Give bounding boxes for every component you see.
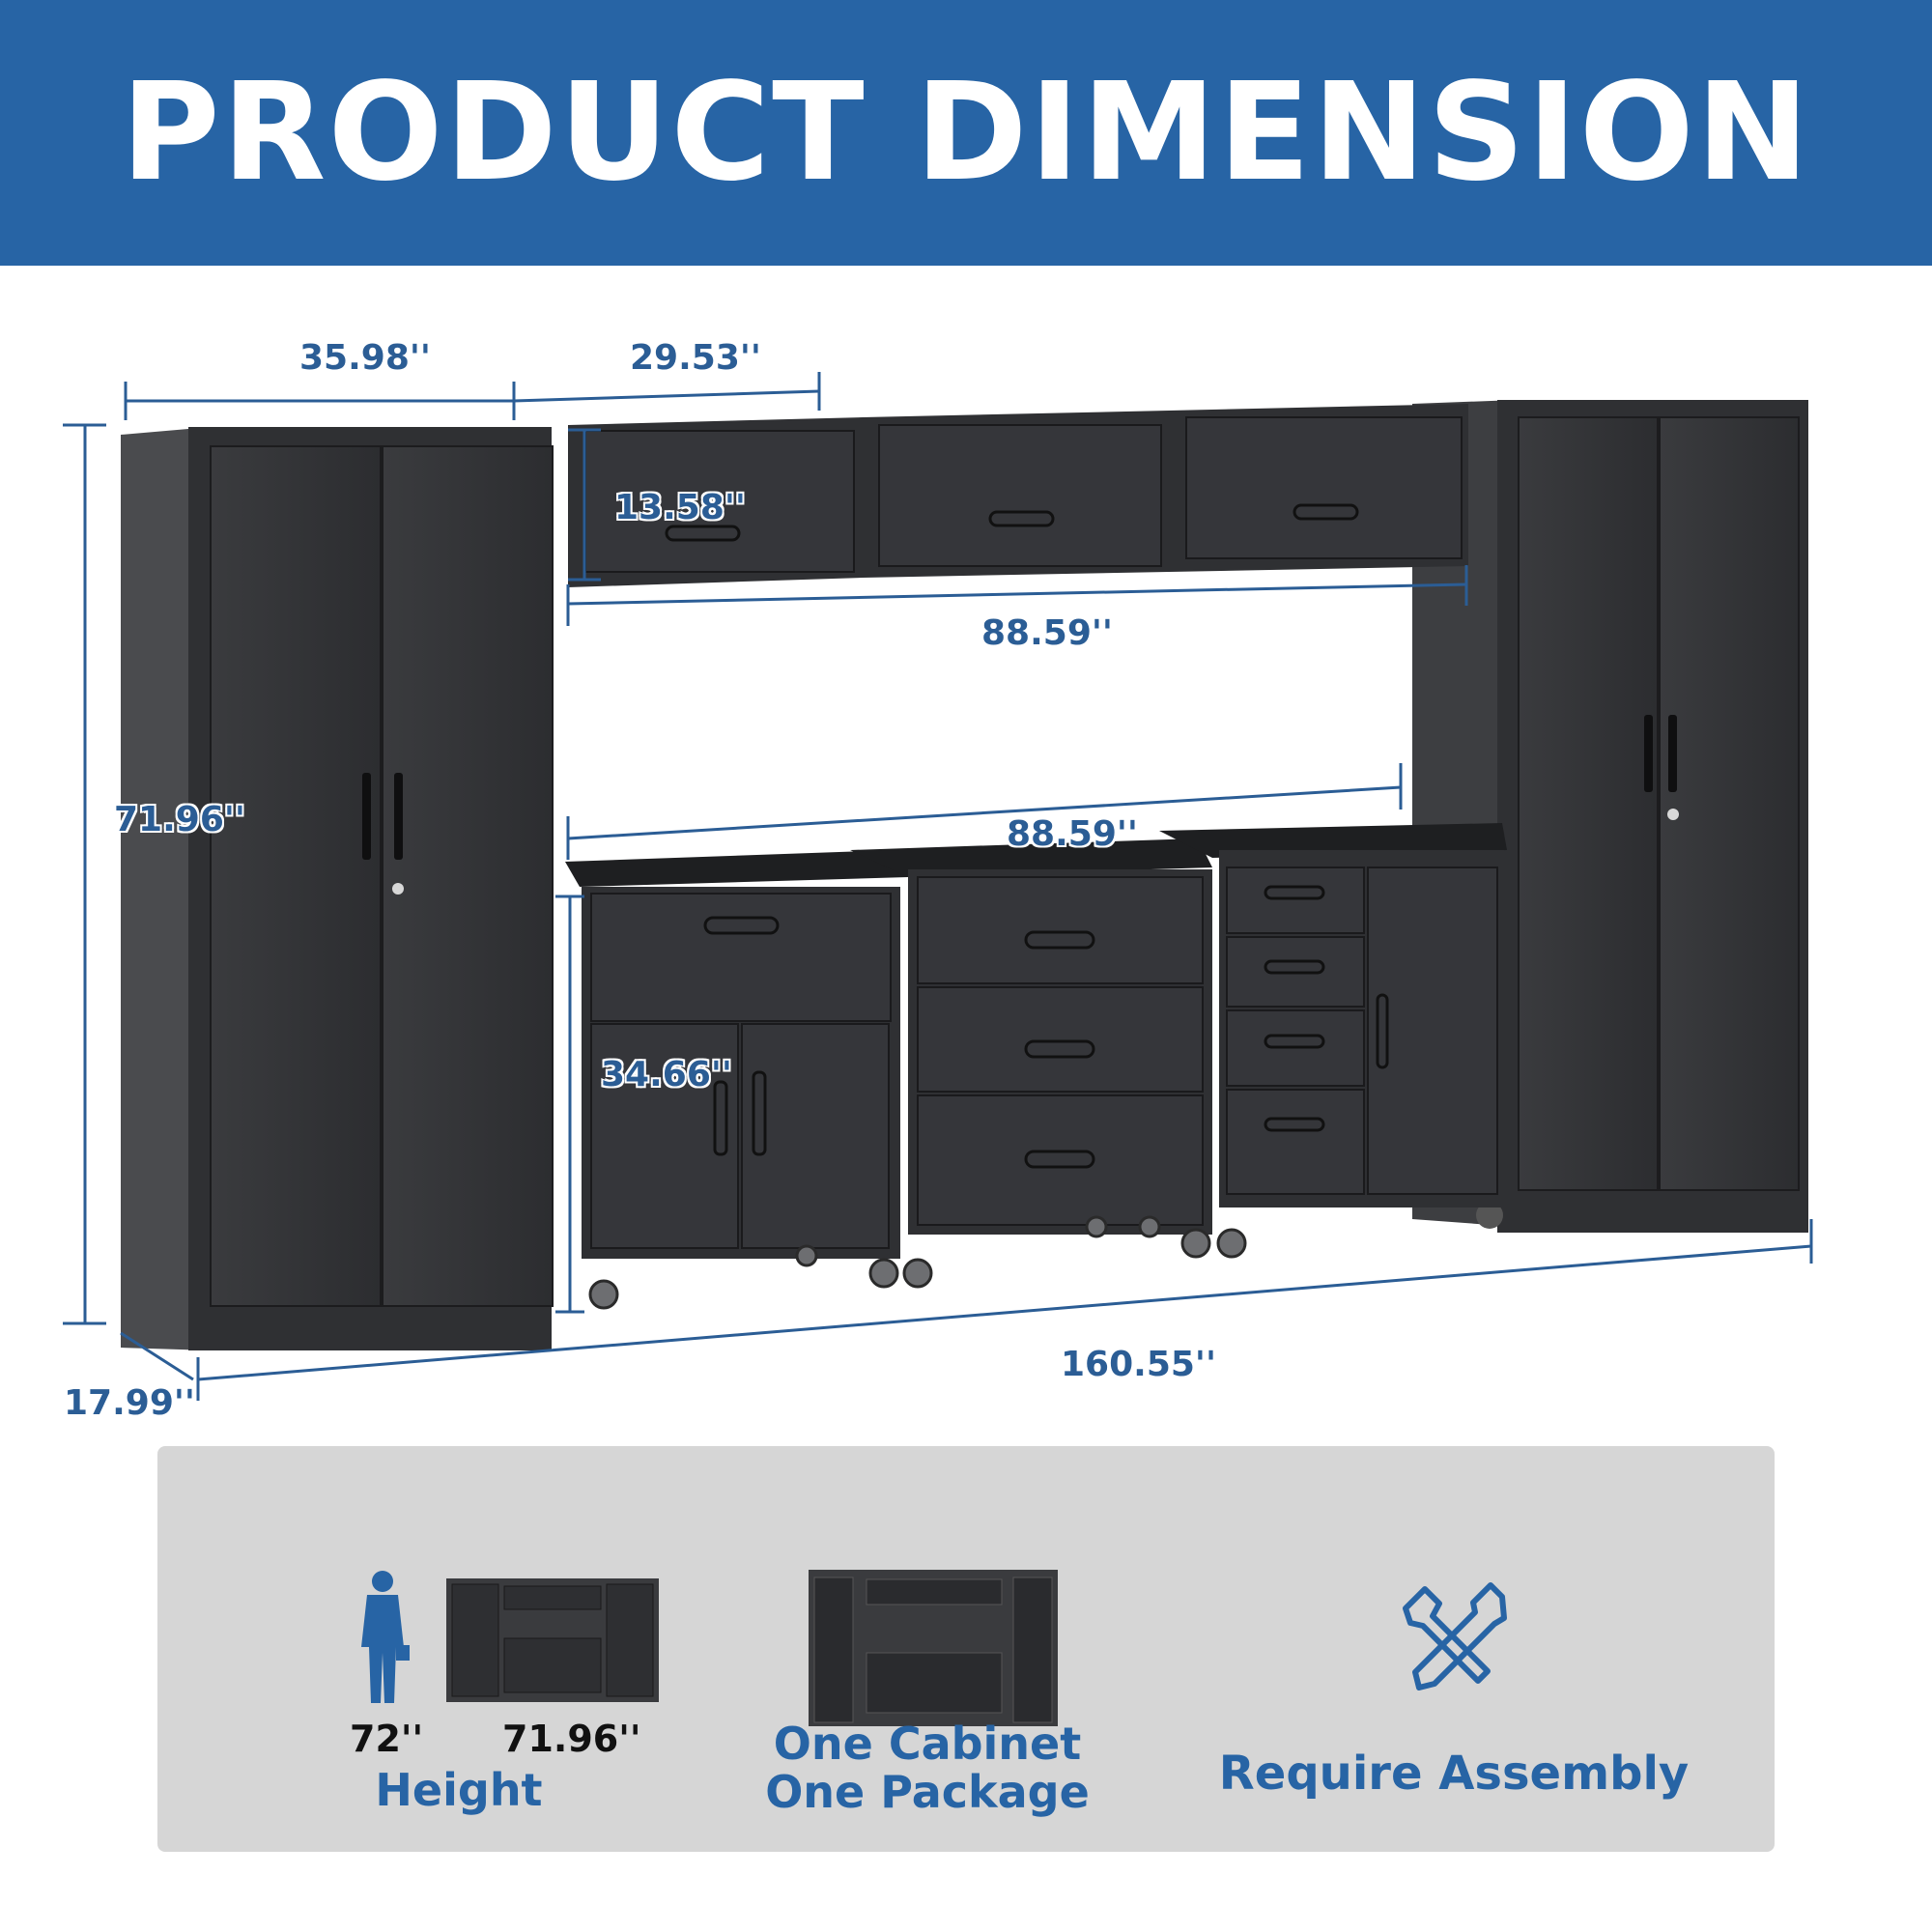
tall-cabinet-height-label: 71.96'' bbox=[114, 800, 245, 839]
assembly-label: Require Assembly bbox=[1218, 1747, 1690, 1801]
dimension-lines bbox=[63, 372, 1813, 1401]
product-illustration bbox=[63, 372, 1813, 1401]
tall-cabinet-width-label: 35.98'' bbox=[299, 338, 431, 378]
open-cabinet-thumbnail bbox=[809, 1570, 1058, 1726]
wall-span-label: 88.59'' bbox=[981, 613, 1113, 653]
base-span-label: 88.59'' bbox=[1007, 814, 1138, 854]
depth-label: 17.99'' bbox=[64, 1383, 195, 1423]
package-line-2: One Package bbox=[765, 1766, 1090, 1818]
cabinet-height-value: 71.96'' bbox=[502, 1718, 641, 1760]
wall-cabinets bbox=[568, 404, 1468, 587]
cabinet-set-thumbnail bbox=[446, 1578, 659, 1702]
base-cabinet-height-label: 34.66'' bbox=[601, 1055, 732, 1094]
wrench-screwdriver-icon bbox=[1403, 1582, 1507, 1690]
person-icon bbox=[361, 1571, 410, 1703]
wall-cabinet-width-label: 29.53'' bbox=[630, 338, 761, 378]
overall-width-label: 160.55'' bbox=[1061, 1345, 1216, 1384]
casters bbox=[588, 1215, 1247, 1310]
base-cabinets bbox=[565, 823, 1507, 1259]
height-label: Height bbox=[375, 1764, 543, 1816]
title-banner bbox=[0, 0, 1932, 266]
left-tall-cabinet bbox=[121, 427, 554, 1350]
wall-cabinet-height-label: 13.58'' bbox=[614, 488, 746, 527]
right-tall-cabinet bbox=[1412, 400, 1808, 1233]
page-title: PRODUCT DIMENSION bbox=[121, 54, 1811, 212]
person-height-value: 72'' bbox=[350, 1718, 424, 1760]
package-line-1: One Cabinet bbox=[773, 1718, 1082, 1770]
